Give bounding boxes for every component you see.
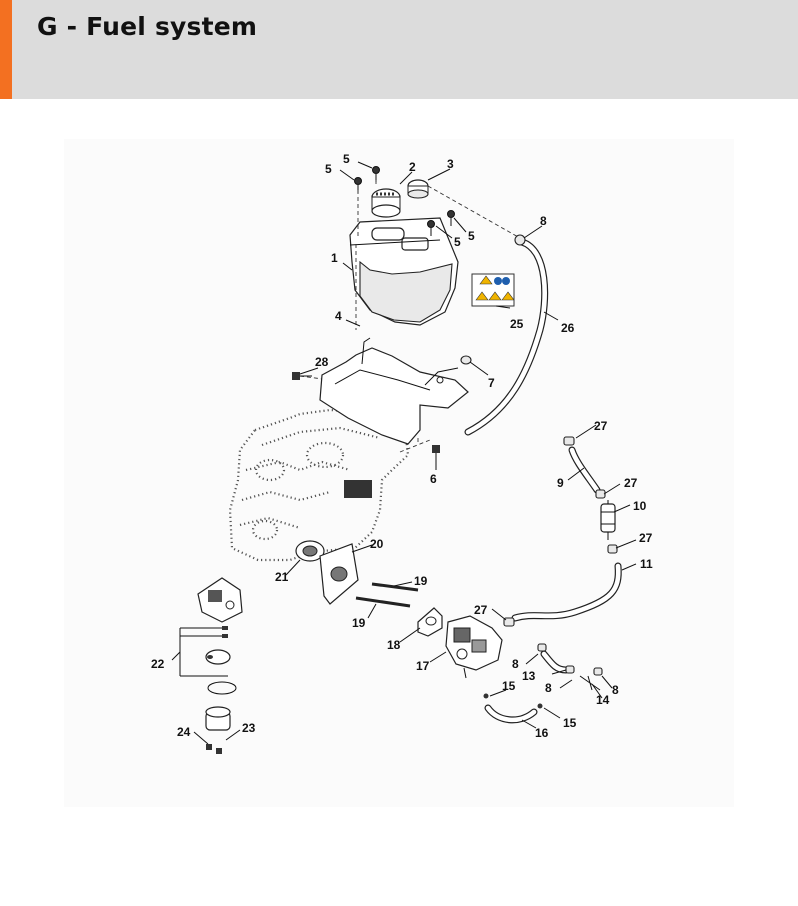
label-part-23: 23 [242, 721, 256, 735]
header-accent-bar [0, 0, 12, 99]
label-part-14: 14 [596, 693, 610, 707]
fuel-gauge-cap [407, 179, 429, 199]
label-part-1: 1 [331, 251, 338, 265]
tank-screws [354, 166, 455, 236]
engine-fins [344, 480, 372, 498]
label-part-24: 24 [177, 725, 191, 739]
drain-hoses [483, 643, 603, 724]
fuel-hose-11 [511, 562, 622, 622]
label-part-8-d: 8 [612, 683, 619, 697]
label-part-15-b: 15 [563, 716, 577, 730]
fuel-cap [371, 188, 401, 218]
warning-label-sticker [471, 273, 515, 307]
label-part-5-d: 5 [468, 229, 475, 243]
tank-bracket [319, 337, 469, 445]
label-part-17: 17 [416, 659, 430, 673]
label-part-28: 28 [315, 355, 329, 369]
label-part-5-a: 5 [343, 152, 350, 166]
label-part-4: 4 [335, 309, 342, 323]
bracket-screw-28 [292, 372, 312, 380]
engine-block [228, 408, 410, 562]
label-part-8-a: 8 [540, 214, 547, 228]
label-part-26: 26 [561, 321, 575, 335]
label-part-27-d: 27 [474, 603, 488, 617]
label-part-15-a: 15 [502, 679, 516, 693]
label-part-8-c: 8 [545, 681, 552, 695]
stud-upper [371, 582, 419, 592]
label-part-2: 2 [409, 160, 416, 174]
carburetor [445, 615, 503, 679]
label-part-11: 11 [640, 557, 653, 571]
label-part-6: 6 [430, 472, 437, 486]
label-part-22: 22 [151, 657, 165, 671]
label-part-21: 21 [275, 570, 289, 584]
page-header [0, 0, 798, 99]
label-part-18: 18 [387, 638, 401, 652]
label-part-25: 25 [510, 317, 524, 331]
fuel-hose-tank [464, 234, 549, 436]
label-part-5-c: 5 [454, 235, 461, 249]
hose-clamp-lower [607, 544, 618, 554]
label-part-16: 16 [535, 726, 549, 740]
label-part-10: 10 [633, 499, 647, 513]
label-part-5-b: 5 [325, 162, 332, 176]
hose-clamp-mid [595, 489, 606, 499]
fuel-tank [349, 217, 459, 326]
label-part-27-a: 27 [594, 419, 608, 433]
page-title: G - Fuel system [37, 12, 258, 41]
stud-lower [355, 596, 411, 608]
bracket-screw-6 [432, 445, 440, 462]
label-part-3: 3 [447, 157, 454, 171]
grommet [460, 355, 472, 365]
leader-lines [171, 161, 637, 745]
fuel-filter [600, 500, 616, 540]
label-part-20: 20 [370, 537, 384, 551]
label-part-19-b: 19 [352, 616, 366, 630]
label-part-19-a: 19 [414, 574, 428, 588]
label-part-9: 9 [557, 476, 564, 490]
insulator-plate [319, 543, 359, 605]
label-part-13: 13 [522, 669, 536, 683]
label-part-7: 7 [488, 376, 495, 390]
label-part-27-c: 27 [639, 531, 653, 545]
hose-clamp-carb [503, 617, 515, 627]
hose-clamp-top [563, 436, 575, 446]
part-number-labels: 1 2 3 4 5 5 5 5 6 7 8 8 8 8 9 10 11 13 1… [151, 152, 653, 740]
label-part-8-b: 8 [512, 657, 519, 671]
label-part-27-b: 27 [624, 476, 638, 490]
